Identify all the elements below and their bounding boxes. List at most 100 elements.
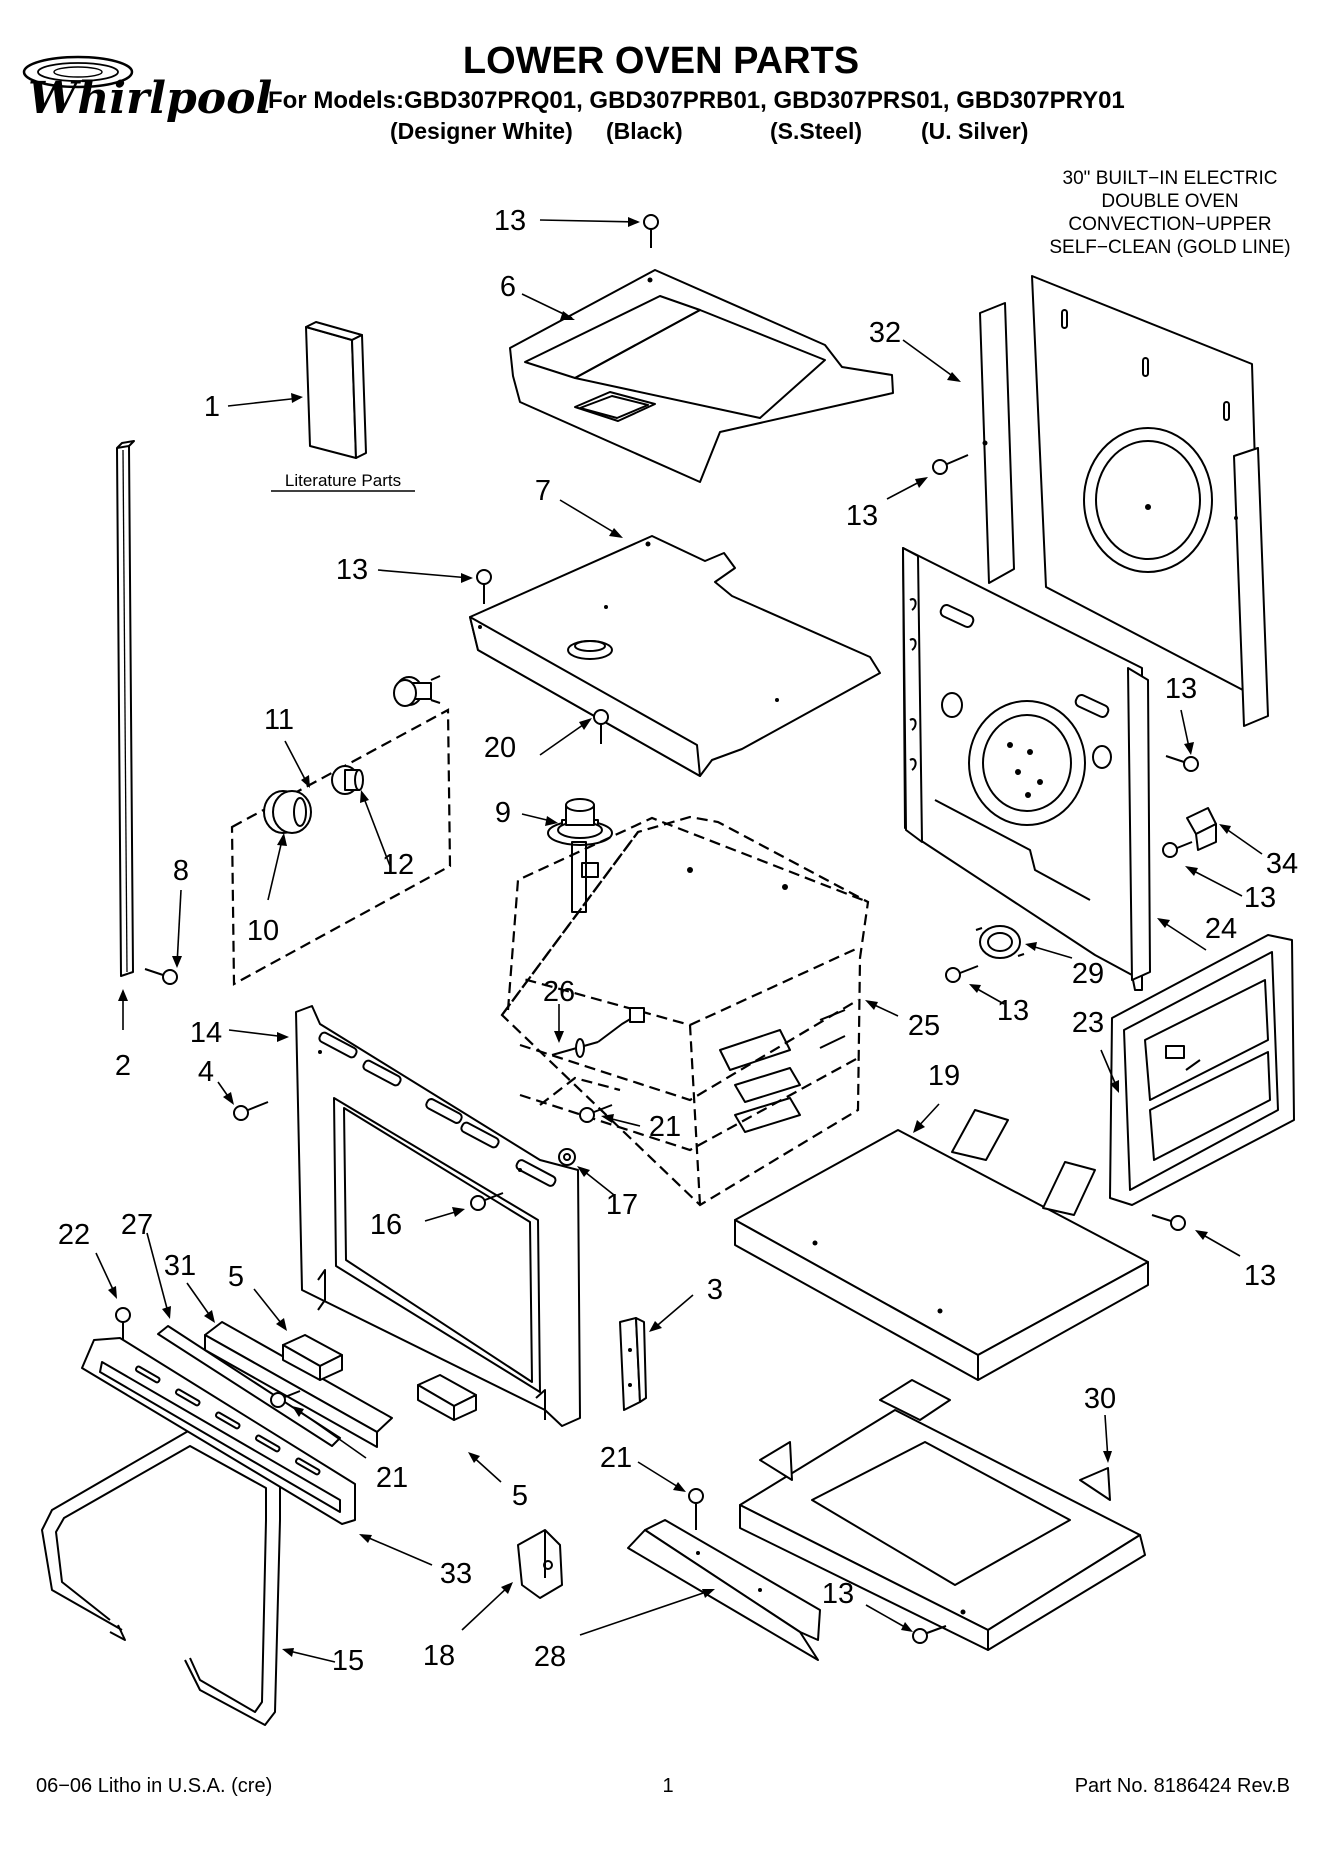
screw-21-trim: [270, 1390, 301, 1408]
callout-9: 9: [495, 797, 511, 829]
callout-13-mid: 13: [846, 500, 878, 532]
callout-27: 27: [121, 1209, 153, 1241]
callout-32: 32: [869, 317, 901, 349]
callout-22: 22: [58, 1219, 90, 1251]
callout-19: 19: [928, 1060, 960, 1092]
footer-litho: 06−06 Litho in U.S.A. (cre): [36, 1775, 272, 1797]
description-line-2: DOUBLE OVEN: [1101, 191, 1238, 212]
callout-7: 7: [535, 475, 551, 507]
brand-name: Whirlpool: [28, 73, 272, 124]
part-6-top-shield: [509, 269, 894, 483]
part-1-literature: Literature Parts: [271, 321, 415, 492]
models-line: For Models:GBD307PRQ01, GBD307PRB01, GBD…: [268, 87, 1125, 114]
callout-16: 16: [370, 1209, 402, 1241]
screw-13-bottom: [912, 1625, 947, 1644]
part-11-light-assembly: [230, 675, 452, 986]
description-line-1: 30" BUILT−IN ELECTRIC: [1063, 168, 1278, 189]
page-title: LOWER OVEN PARTS: [463, 40, 859, 82]
part-2-trim-strip: [116, 440, 135, 977]
callout-13-top: 13: [494, 205, 526, 237]
callout-2: 2: [115, 1050, 131, 1082]
footer: 06−06 Litho in U.S.A. (cre) 1 Part No. 8…: [36, 1775, 1290, 1797]
part-29-thermal-fuse: [975, 925, 1025, 959]
color-universal-silver: (U. Silver): [921, 118, 1028, 144]
literature-label: Literature Parts: [285, 471, 401, 490]
callout-20: 20: [484, 732, 516, 764]
part-3-bracket: [619, 1317, 647, 1411]
light-lens: [263, 790, 312, 834]
part-30-lower-tray: [739, 1379, 1146, 1651]
part-26-temp-sensor: [551, 1007, 645, 1058]
color-designer-white: (Designer White): [390, 118, 573, 144]
screw-4: [233, 1101, 269, 1121]
screw-8: [144, 968, 178, 985]
callout-13-left: 13: [336, 554, 368, 586]
part-27-strip: [157, 1325, 341, 1447]
screw-20: [593, 709, 609, 744]
callout-13-bottom: 13: [822, 1578, 854, 1610]
callout-5-bottom: 5: [512, 1480, 528, 1512]
part-28-rail: [627, 1519, 821, 1661]
part-5-block-upper: [282, 1334, 343, 1381]
description-line-4: SELF−CLEAN (GOLD LINE): [1049, 237, 1290, 258]
callout-28: 28: [534, 1641, 566, 1673]
callout-14: 14: [190, 1017, 222, 1049]
light-bulb: [331, 765, 364, 795]
color-black: (Black): [606, 118, 683, 144]
callout-21-trim: 21: [376, 1462, 408, 1494]
part-7-oven-top: [469, 535, 881, 777]
screw-22: [115, 1307, 131, 1340]
screw-13-top: [643, 214, 659, 248]
callout-30: 30: [1084, 1383, 1116, 1415]
color-stainless-steel: (S.Steel): [770, 118, 862, 144]
part-19-bottom-tray: [734, 1109, 1149, 1381]
callout-25: 25: [908, 1010, 940, 1042]
whirlpool-logo: Whirlpool: [22, 55, 272, 124]
callout-34: 34: [1266, 848, 1298, 880]
light-socket: [393, 675, 441, 707]
screw-13-side: [1151, 1214, 1186, 1231]
part-23-side-panel: [1109, 934, 1295, 1206]
part-24-rear-convection-panel: [902, 547, 1151, 991]
screw-13-panel-right: [1165, 755, 1199, 772]
screw-16: [470, 1192, 504, 1211]
callout-11: 11: [264, 704, 294, 736]
callout-17: 17: [606, 1189, 638, 1221]
callout-13-right: 13: [1165, 673, 1197, 705]
callout-18: 18: [423, 1640, 455, 1672]
screw-13-rear: [932, 454, 969, 475]
footer-part-number: Part No. 8186424 Rev.B: [1075, 1775, 1290, 1797]
callout-26: 26: [543, 976, 575, 1008]
callout-13-23: 13: [1244, 1260, 1276, 1292]
part-25-oven-cavity: [500, 815, 870, 1207]
part-15-door-gasket: [41, 1429, 281, 1726]
callout-31: 31: [164, 1250, 196, 1282]
screw-13-fuse: [945, 965, 979, 983]
screw-17: [558, 1148, 576, 1166]
description-line-3: CONVECTION−UPPER: [1068, 214, 1271, 235]
screw-13-top-panel: [476, 569, 492, 604]
leader-lines: [95, 217, 1263, 1663]
callout-12: 12: [382, 849, 414, 881]
callout-29: 29: [1072, 958, 1104, 990]
product-description: 30" BUILT−IN ELECTRIC DOUBLE OVEN CONVEC…: [1049, 168, 1290, 258]
callout-4: 4: [198, 1056, 214, 1088]
part-18-bracket: [517, 1529, 563, 1599]
screw-21-bottom: [688, 1488, 704, 1530]
callout-33: 33: [440, 1558, 472, 1590]
callout-13-29: 13: [997, 995, 1029, 1027]
callout-6: 6: [500, 271, 516, 303]
callout-5-top: 5: [228, 1261, 244, 1293]
part-5-block-lower: [417, 1374, 477, 1421]
footer-page-number: 1: [662, 1775, 673, 1797]
screws: [115, 214, 1199, 1644]
callout-13-34: 13: [1244, 882, 1276, 914]
callout-24: 24: [1205, 913, 1237, 945]
part-33-vent-trim: [81, 1337, 356, 1525]
callout-23: 23: [1072, 1007, 1104, 1039]
part-9-fan-hub: [547, 798, 613, 913]
callout-8: 8: [173, 855, 189, 887]
callout-labels: 13 6 32 1 13 7 13 11 20 9 13 12 8 10 34 …: [58, 205, 1298, 1677]
part-32-rear-panel: [979, 275, 1269, 727]
